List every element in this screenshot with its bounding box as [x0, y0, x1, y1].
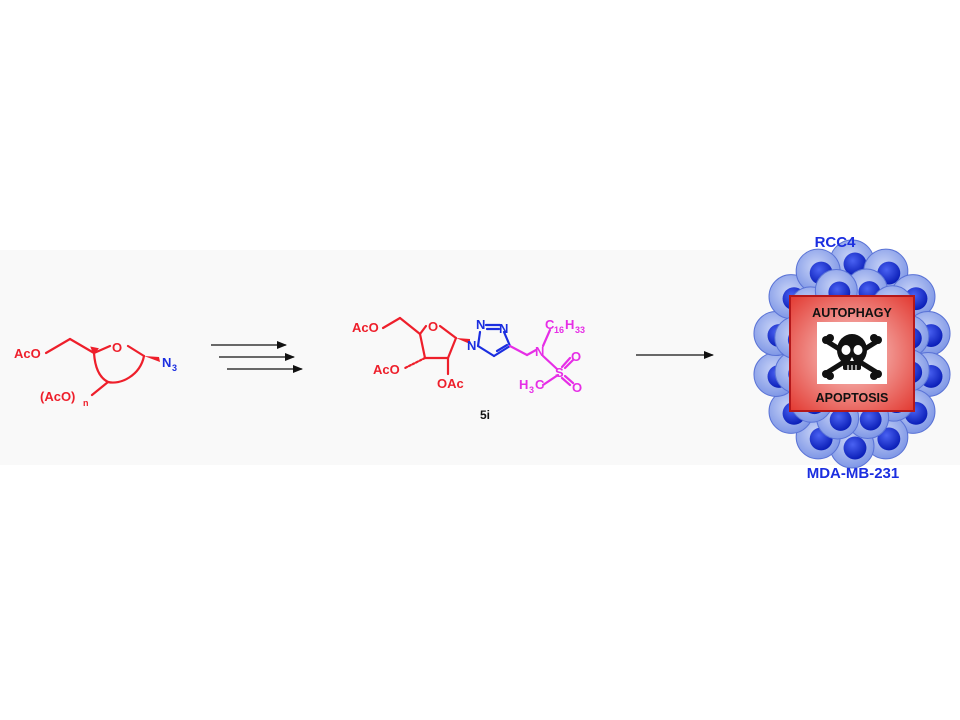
autophagy-label: AUTOPHAGY: [812, 306, 892, 320]
c16-subscript: 16: [554, 325, 564, 335]
triazole-n1-label: N: [467, 338, 476, 353]
h3c-h-label: H: [519, 377, 528, 392]
h33-subscript: 33: [575, 325, 585, 335]
cell-nucleus: [877, 427, 901, 451]
aco-label: AcO: [14, 346, 41, 361]
sulfur-label: S: [555, 365, 564, 380]
skull-crossbones-icon: [822, 334, 882, 380]
product-oac-label: OAc: [437, 376, 464, 391]
ring-oxygen-label: O: [112, 340, 122, 355]
cell-nucleus: [829, 409, 852, 431]
triazole-n2-label: N: [476, 317, 485, 332]
apoptosis-label: APOPTOSIS: [816, 391, 889, 405]
multistep-arrows: [211, 341, 303, 373]
azide-n-label: N: [162, 355, 171, 370]
aco-n-subscript: n: [83, 398, 89, 408]
aco-n-label: (AcO): [40, 389, 75, 404]
mda-mb-231-label: MDA-MB-231: [807, 465, 900, 482]
amine-n-label: N: [535, 344, 544, 359]
sulfonyl-o2-label: O: [572, 380, 582, 395]
cell-nucleus: [843, 436, 867, 460]
product-ring-oxygen-label: O: [428, 319, 438, 334]
cell-nucleus: [859, 408, 882, 431]
h33-label: H: [565, 317, 574, 332]
h3c-subscript: 3: [529, 385, 534, 395]
h3c-c-label: C: [535, 377, 545, 392]
sulfonyl-o1-label: O: [571, 349, 581, 364]
product-5i-structure: [381, 316, 575, 387]
product-aco-left-label: AcO: [373, 362, 400, 377]
c16-label: C: [545, 317, 555, 332]
triazole-n3-label: N: [499, 321, 508, 336]
compound-id-label: 5i: [480, 408, 490, 422]
product-aco-top-label: AcO: [352, 320, 379, 335]
azide-subscript: 3: [172, 363, 177, 373]
rcc4-label: RCC4: [815, 234, 856, 251]
starting-azide-sugar: [44, 337, 160, 397]
